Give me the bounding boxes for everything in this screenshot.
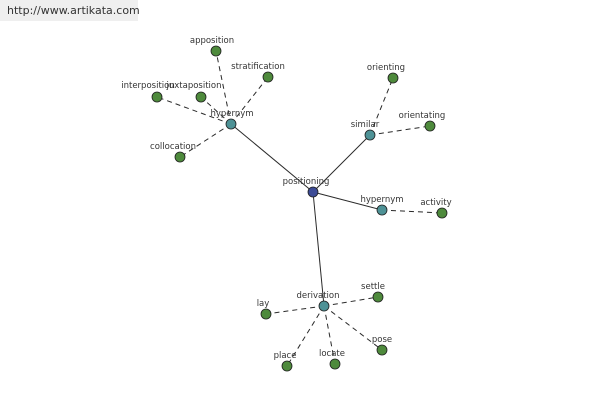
- node-label-settle[interactable]: settle: [361, 282, 385, 292]
- node-locate[interactable]: [329, 358, 341, 370]
- node-stratification[interactable]: [262, 71, 274, 83]
- node-label-activity[interactable]: activity: [420, 198, 451, 208]
- node-lay[interactable]: [260, 308, 272, 320]
- node-apposition[interactable]: [210, 45, 222, 57]
- node-label-interposition[interactable]: interposition: [121, 81, 174, 91]
- node-similar[interactable]: [364, 129, 376, 141]
- node-derivation[interactable]: [318, 300, 330, 312]
- edge-hypernym_top-collocation: [179, 123, 232, 158]
- node-label-place[interactable]: place: [274, 351, 297, 361]
- node-pose[interactable]: [376, 344, 388, 356]
- node-hypernym_top[interactable]: [225, 118, 237, 130]
- node-label-juxtaposition[interactable]: juxtaposition: [166, 81, 222, 91]
- node-positioning[interactable]: [307, 186, 319, 198]
- node-label-hypernym_right[interactable]: hypernym: [360, 195, 403, 205]
- node-label-similar[interactable]: similar: [351, 120, 380, 130]
- nodes-layer: [151, 45, 448, 372]
- edges-layer: [156, 50, 443, 367]
- node-label-lay[interactable]: lay: [257, 299, 270, 309]
- node-label-stratification[interactable]: stratification: [231, 62, 285, 72]
- node-collocation[interactable]: [174, 151, 186, 163]
- node-place[interactable]: [281, 360, 293, 372]
- edge-derivation-settle: [323, 296, 379, 307]
- node-label-hypernym_top[interactable]: hypernym: [210, 109, 253, 119]
- node-label-collocation[interactable]: collocation: [150, 142, 196, 152]
- edge-positioning-derivation: [312, 191, 325, 307]
- source-url[interactable]: http://www.artikata.com: [0, 0, 140, 21]
- labels-layer: positioning hypernym similar hypernym deriva…: [121, 36, 451, 361]
- edge-positioning-hypernym_top: [230, 123, 314, 193]
- node-label-orientating[interactable]: orientating: [399, 111, 446, 121]
- edge-similar-orientating: [369, 125, 431, 136]
- node-orientating[interactable]: [424, 120, 436, 132]
- node-label-locate[interactable]: locate: [319, 349, 345, 359]
- node-label-derivation[interactable]: derivation: [296, 291, 339, 301]
- edge-hypernym_top-stratification: [230, 76, 269, 125]
- edge-derivation-lay: [265, 305, 325, 315]
- node-label-pose[interactable]: pose: [372, 335, 392, 345]
- edge-hypernym_right-activity: [381, 209, 443, 214]
- edge-similar-orienting: [369, 77, 394, 136]
- edge-hypernym_top-juxtaposition: [200, 96, 232, 125]
- node-juxtaposition[interactable]: [195, 91, 207, 103]
- node-activity[interactable]: [436, 207, 448, 219]
- edge-positioning-similar: [312, 134, 371, 193]
- edge-derivation-pose: [323, 305, 383, 351]
- node-interposition[interactable]: [151, 91, 163, 103]
- node-hypernym_right[interactable]: [376, 204, 388, 216]
- node-label-positioning[interactable]: positioning: [283, 177, 330, 187]
- node-label-apposition[interactable]: apposition: [190, 36, 234, 46]
- edge-derivation-locate: [323, 305, 336, 365]
- edge-hypernym_top-interposition: [156, 96, 232, 125]
- edge-positioning-hypernym_right: [312, 191, 383, 211]
- edge-hypernym_top-apposition: [215, 50, 232, 125]
- node-orienting[interactable]: [387, 72, 399, 84]
- node-label-orienting[interactable]: orienting: [367, 63, 405, 73]
- edge-derivation-place: [286, 305, 325, 367]
- node-settle[interactable]: [372, 291, 384, 303]
